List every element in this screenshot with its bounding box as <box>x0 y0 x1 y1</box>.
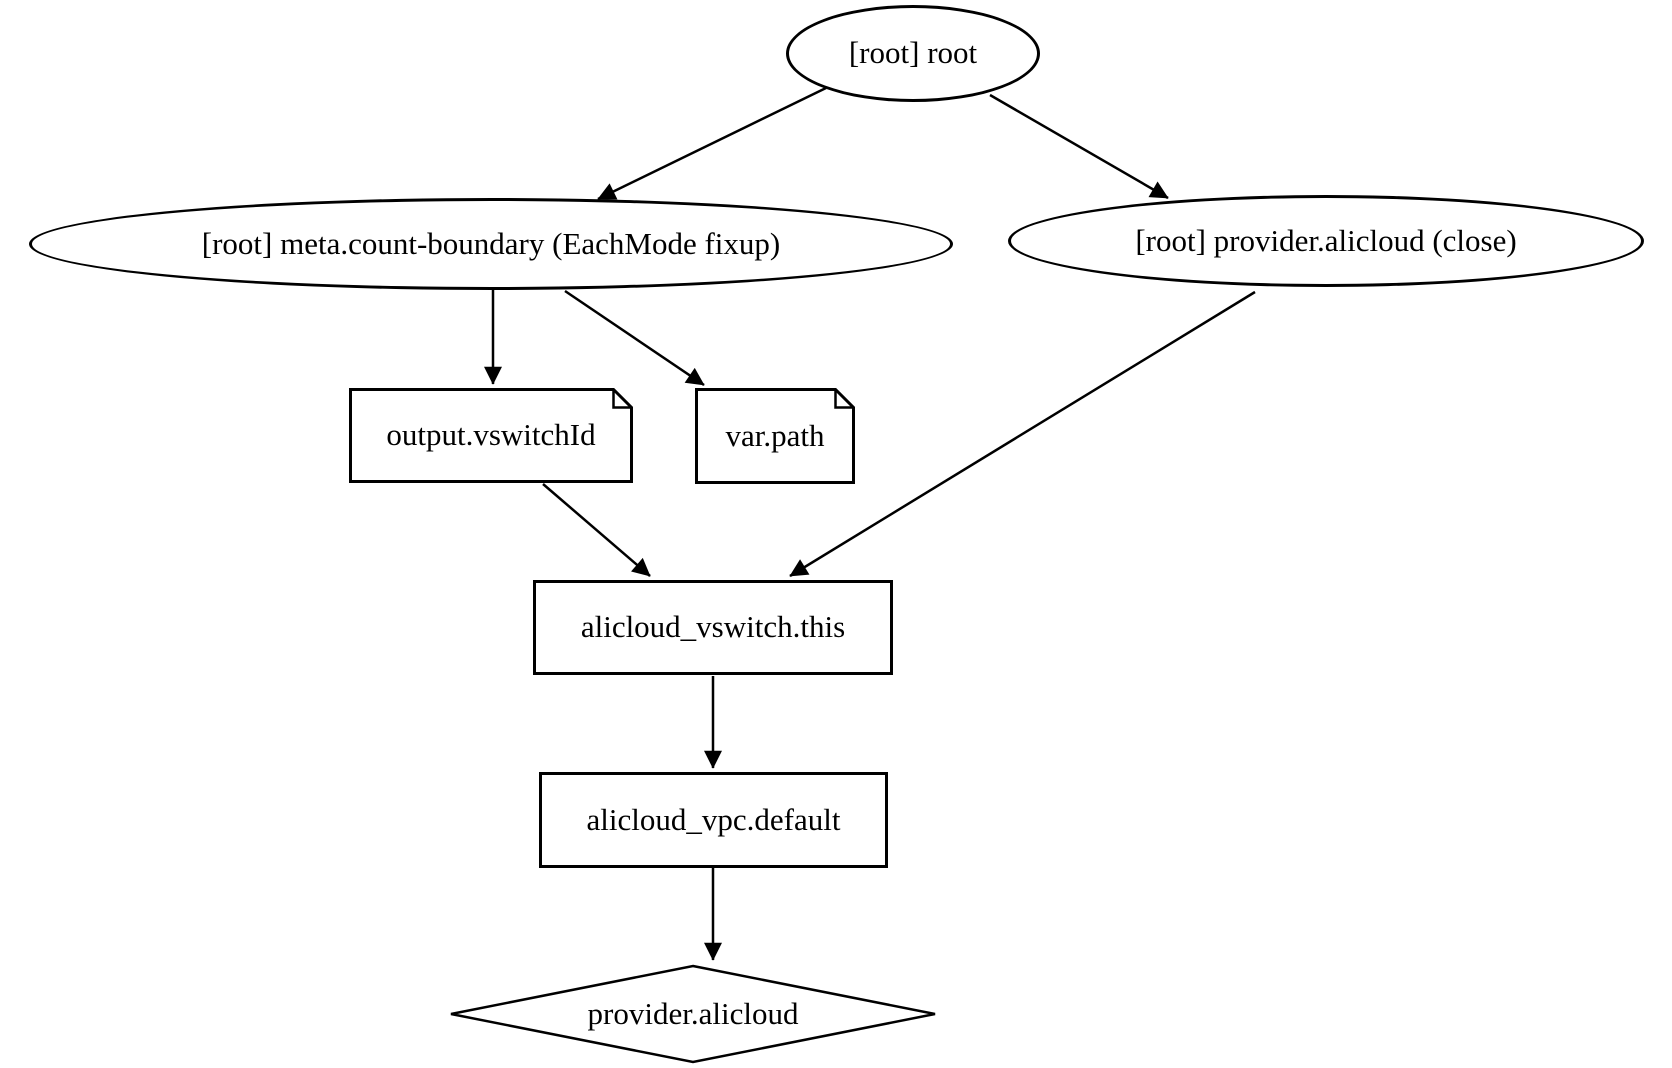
edge-meta-count-boundary-to-var-path <box>564 289 705 387</box>
node-output-vswitchId-label: output.vswitchId <box>386 417 596 453</box>
node-root: [root] root <box>786 5 1040 102</box>
edge-output-vswitchId-to-alicloud-vswitch-this <box>542 483 651 577</box>
node-alicloud-vpc-default-label: alicloud_vpc.default <box>586 801 841 837</box>
node-root-label: [root] root <box>848 35 978 71</box>
node-alicloud-vswitch-this: alicloud_vswitch.this <box>533 580 893 675</box>
node-provider-alicloud-close: [root] provider.alicloud (close) <box>1008 195 1644 287</box>
note-shape-icon <box>349 388 633 483</box>
node-meta-count-boundary: [root] meta.count-boundary (EachMode fix… <box>29 198 953 290</box>
node-meta-count-boundary-label: [root] meta.count-boundary (EachMode fix… <box>201 225 781 261</box>
edge-root-to-provider-alicloud-close <box>989 93 1169 200</box>
node-alicloud-vpc-default: alicloud_vpc.default <box>539 772 888 868</box>
diamond-shape-icon <box>450 964 936 1064</box>
node-var-path-label: var.path <box>725 417 825 453</box>
edge-root-to-meta-count-boundary <box>597 86 827 201</box>
note-shape-icon <box>695 388 855 484</box>
node-alicloud-vswitch-this-label: alicloud_vswitch.this <box>580 609 846 645</box>
node-output-vswitchId: output.vswitchId <box>349 388 633 483</box>
node-provider-alicloud-close-label: [root] provider.alicloud (close) <box>1135 222 1517 258</box>
node-provider-alicloud: provider.alicloud <box>448 964 938 1064</box>
node-provider-alicloud-label: provider.alicloud <box>587 995 799 1031</box>
edge-provider-alicloud-close-to-alicloud-vswitch-this <box>789 290 1256 578</box>
node-var-path: var.path <box>695 388 855 484</box>
